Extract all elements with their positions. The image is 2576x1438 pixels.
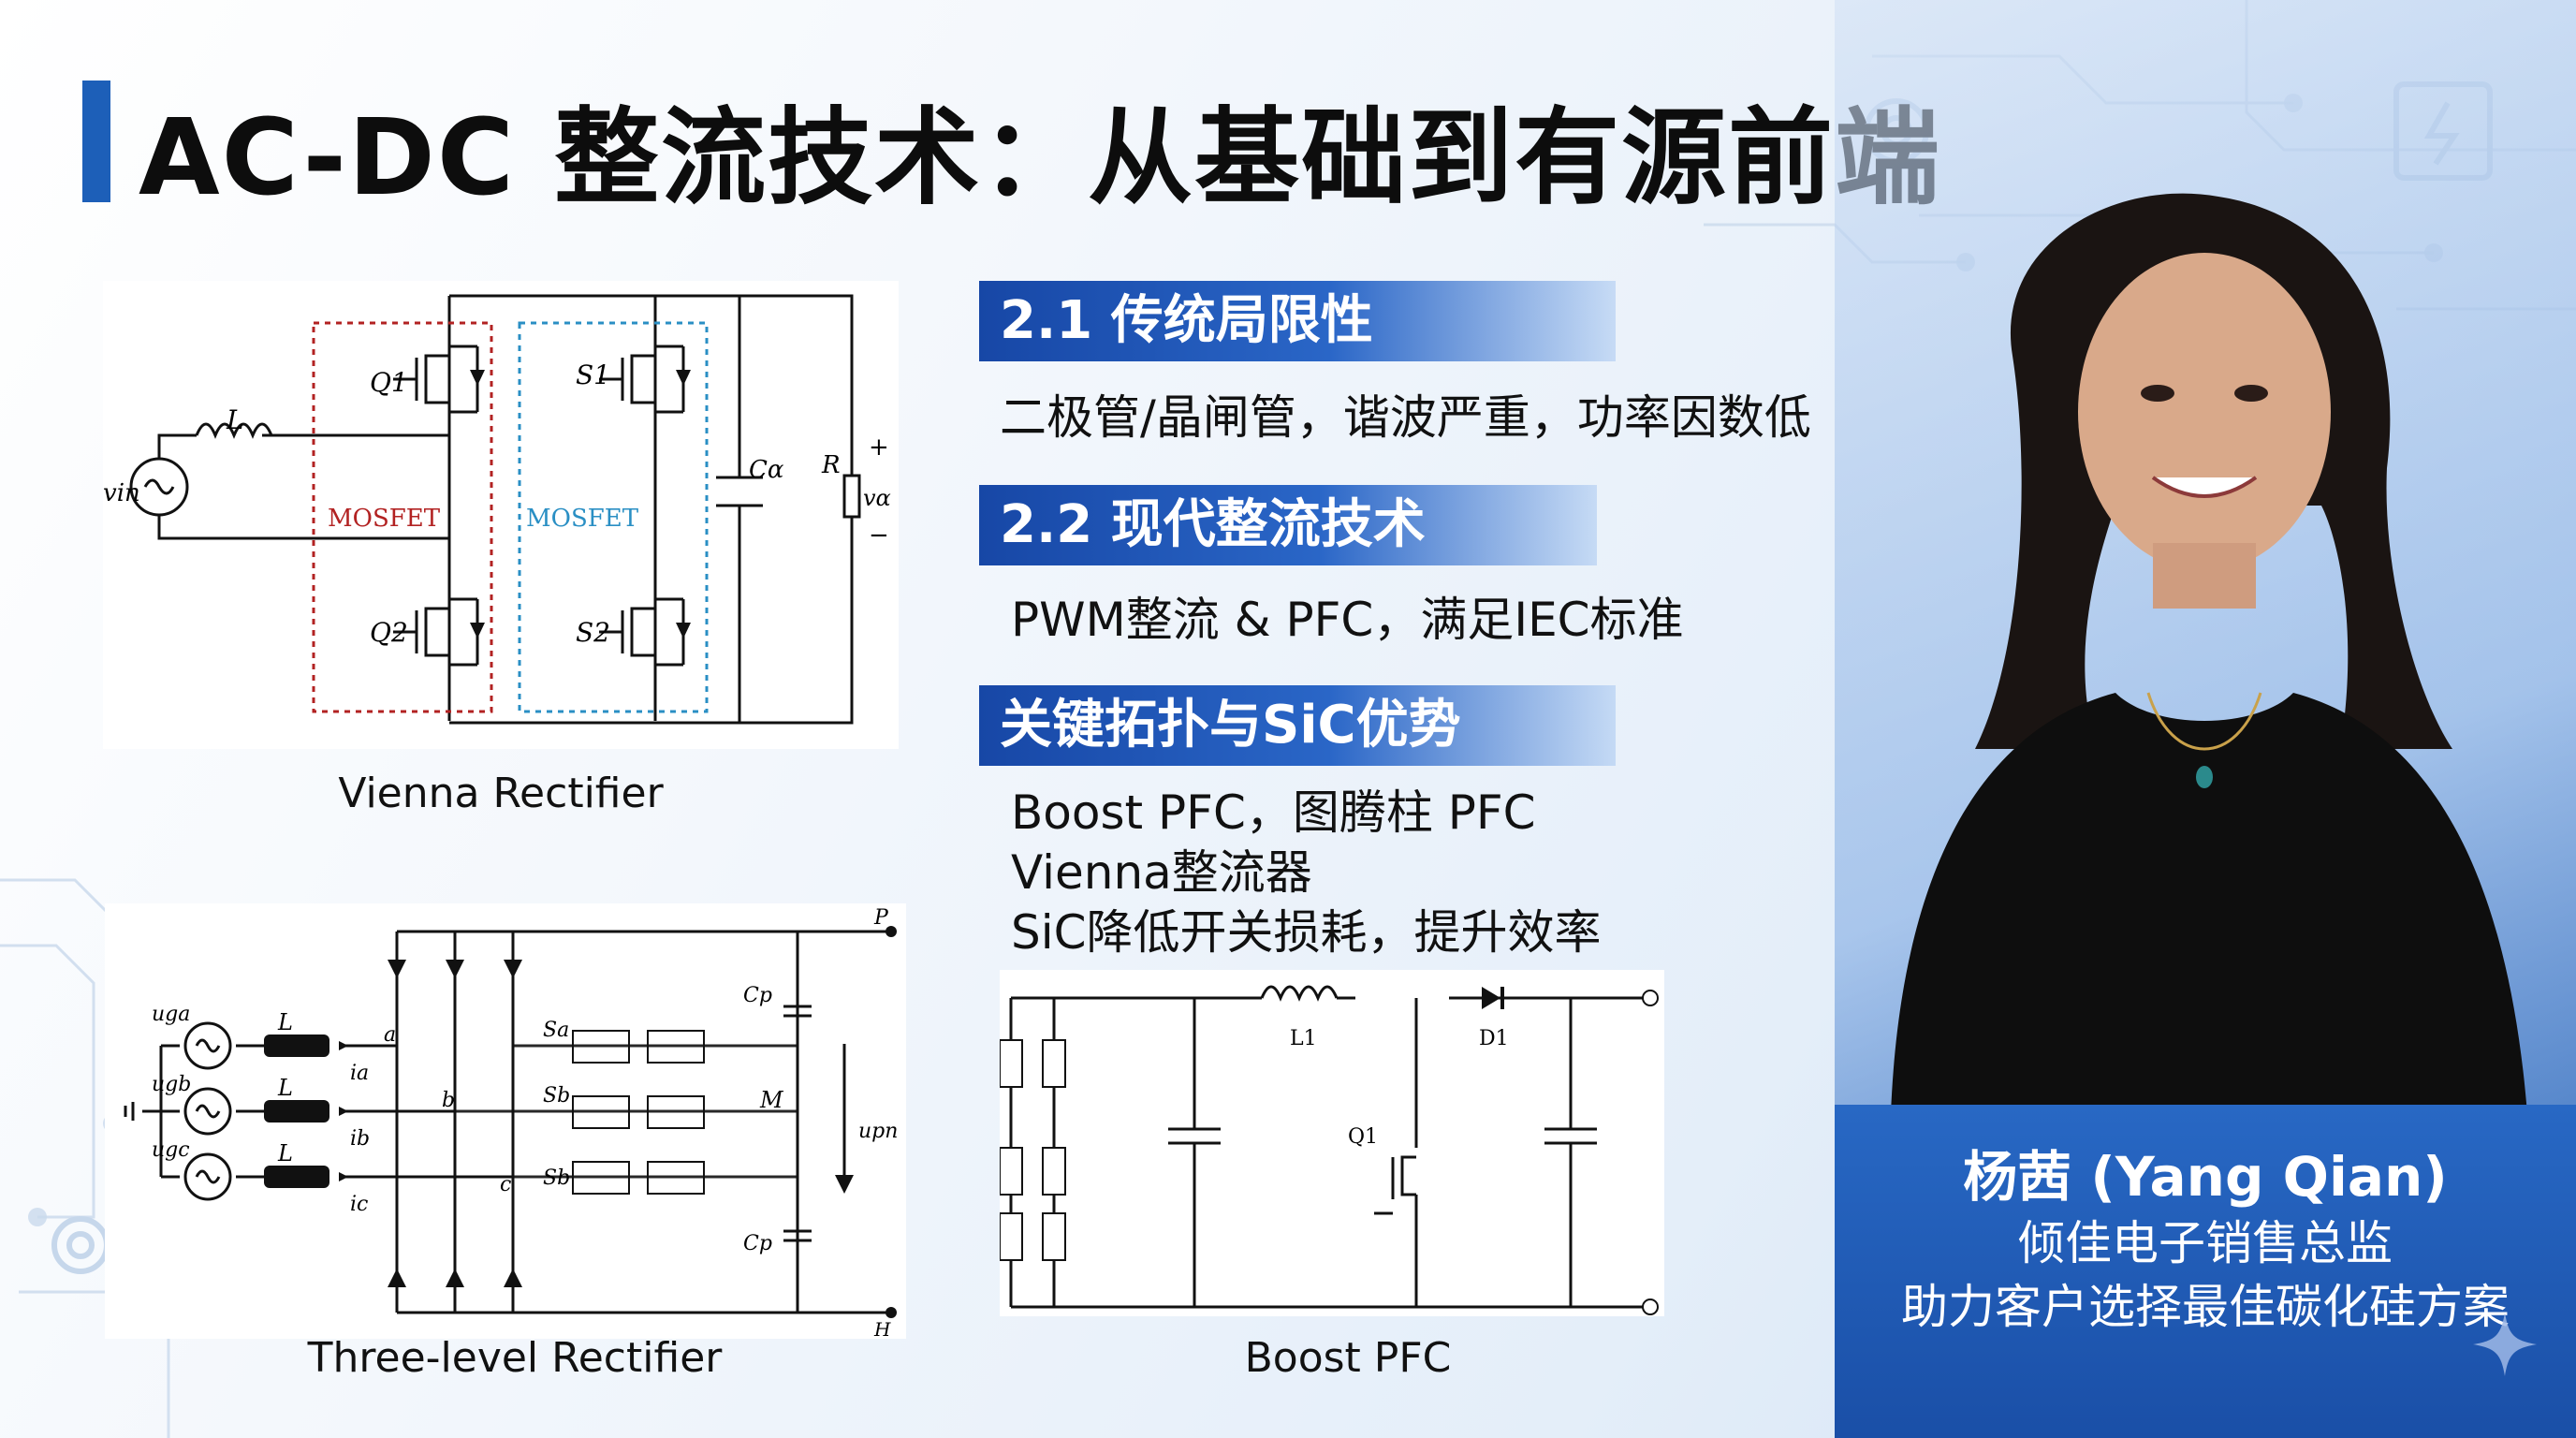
label-p: P <box>873 906 889 930</box>
title-accent-bar <box>82 81 110 202</box>
label-mosfet-left: MOSFET <box>328 505 441 533</box>
vienna-caption: Vienna Rectifier <box>338 770 664 817</box>
label-q2: Q2 <box>370 617 408 648</box>
section-text-limitations: 二极管/晶闸管，谐波严重，功率因数低 <box>1000 390 1811 445</box>
label-uga: uga <box>152 1003 190 1026</box>
mosfet-box-right <box>518 321 709 713</box>
presenter-photo <box>1891 193 2527 1114</box>
topology-line: Boost PFC，图腾柱 PFC <box>1011 785 1536 840</box>
label-ib: ib <box>350 1127 370 1151</box>
label-h: H <box>873 1318 891 1339</box>
presenter-name-panel <box>1835 1105 2576 1438</box>
label-q1: Q1 <box>370 367 408 398</box>
vienna-rectifier-diagram: MOSFET MOSFET Q1 Q2 S1 S2 L vin Cα R vα … <box>103 281 899 749</box>
presenter-role: 倾佳电子销售总监 <box>2018 1216 2393 1270</box>
three-level-caption: Three-level Rectifier <box>307 1334 723 1382</box>
section-heading-limitations: 2.1 传统局限性 <box>979 281 1616 361</box>
label-inductor: L <box>226 404 244 435</box>
sparkle-icon <box>2473 1313 2537 1376</box>
label-la: L <box>277 1009 293 1035</box>
label-sb: Sb <box>543 1084 570 1108</box>
label-upn: upn <box>858 1120 898 1143</box>
label-vout: vα <box>863 485 891 511</box>
label-ugb: ugb <box>152 1073 191 1096</box>
section-text-topologies: Boost PFC，图腾柱 PFC Vienna整流器 SiC降低开关损耗，提升… <box>1011 783 1602 962</box>
label-s2: S2 <box>576 617 610 648</box>
topology-line: SiC降低开关损耗，提升效率 <box>1011 905 1602 960</box>
label-cap: Cα <box>749 456 784 484</box>
label-a: a <box>384 1023 396 1047</box>
label-l1: L1 <box>1290 1027 1317 1050</box>
label-s1: S1 <box>576 360 610 390</box>
label-lb: L <box>277 1075 293 1101</box>
boost-pfc-diagram: L1 D1 Q1 <box>999 970 1664 1316</box>
label-lc: L <box>277 1140 293 1167</box>
label-vin: vin <box>103 479 140 507</box>
presenter-tagline: 助力客户选择最佳碳化硅方案 <box>1901 1280 2510 1334</box>
label-ia: ia <box>350 1062 369 1085</box>
mosfet-box-left <box>312 321 493 713</box>
boost-caption: Boost PFC <box>1244 1334 1452 1382</box>
label-d1: D1 <box>1479 1027 1509 1050</box>
slide-title: AC-DC 整流技术：从基础到有源前端 <box>139 97 1942 219</box>
label-sa: Sa <box>543 1019 569 1042</box>
gear-icon <box>51 1216 110 1274</box>
label-q1-boost: Q1 <box>1348 1125 1378 1149</box>
label-sc: Sb <box>543 1167 570 1190</box>
label-ic: ic <box>350 1193 368 1216</box>
section-heading-modern: 2.2 现代整流技术 <box>979 485 1597 565</box>
label-mosfet-right: MOSFET <box>526 505 639 533</box>
label-minus: − <box>869 521 889 550</box>
section-heading-topologies: 关键拓扑与SiC优势 <box>979 685 1616 766</box>
label-cn: Cp <box>743 1232 772 1255</box>
label-cp: Cp <box>743 984 772 1007</box>
three-level-rectifier-diagram: uga ugb ugc L L L ia ib ic a b c Sa Sb S… <box>105 903 906 1341</box>
topology-line: Vienna整流器 <box>1011 845 1312 900</box>
label-plus: + <box>869 433 889 462</box>
section-text-modern: PWM整流 & PFC，满足IEC标准 <box>1011 593 1684 647</box>
label-c: c <box>500 1173 511 1196</box>
label-ugc: ugc <box>152 1138 190 1162</box>
label-m: M <box>759 1087 784 1113</box>
label-b: b <box>442 1089 455 1112</box>
presenter-name: 杨茜 (Yang Qian) <box>1963 1145 2448 1209</box>
label-res: R <box>821 451 841 479</box>
